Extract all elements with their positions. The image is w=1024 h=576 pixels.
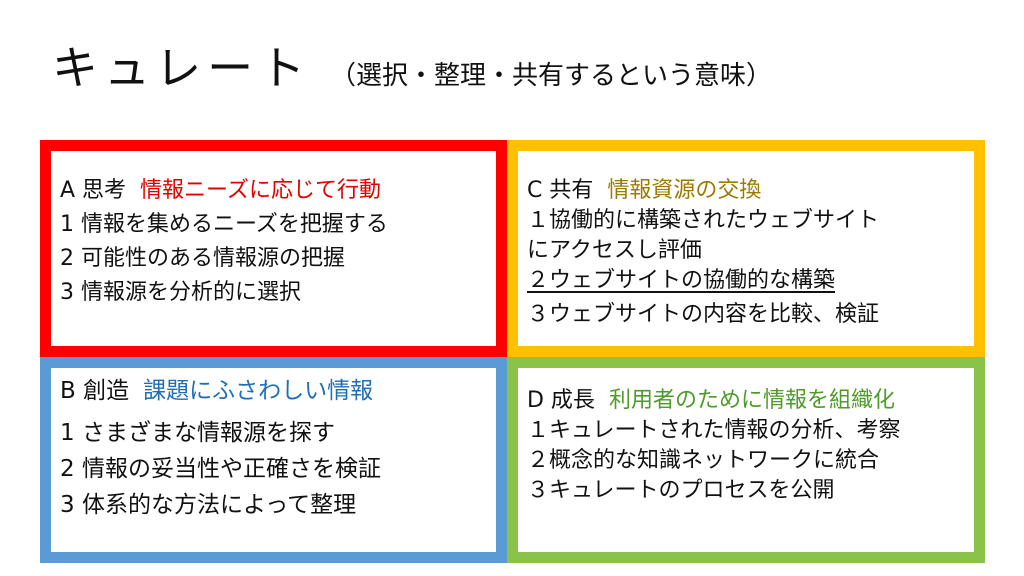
quadrant-c-item-3: ３ウェブサイトの内容を比較、検証 — [527, 302, 880, 327]
quadrant-a-highlight: 情報ニーズに応じて行動 — [140, 178, 381, 203]
quadrant-b-label: B 創造 — [60, 378, 130, 404]
page-subtitle: （選択・整理・共有するという意味） — [330, 61, 773, 91]
quadrant-d-box — [507, 357, 985, 563]
quadrant-b-highlight: 課題にふさわしい情報 — [143, 378, 374, 404]
quadrant-d-item-3: ３キュレートのプロセスを公開 — [527, 478, 835, 503]
quadrant-d-heading: D 成長利用者のために情報を組織化 — [527, 386, 895, 416]
quadrant-a-heading: A 思考情報ニーズに応じて行動 — [60, 176, 381, 206]
quadrant-d-highlight: 利用者のために情報を組織化 — [608, 388, 895, 413]
quadrant-c-heading: C 共有情報資源の交換 — [527, 176, 761, 206]
quadrant-c-item-2: ２ウェブサイトの協働的な構築 — [527, 266, 835, 296]
quadrant-a-item-2: 2 可能性のある情報源の把握 — [60, 246, 345, 271]
quadrant-a-item-1: 1 情報を集めるニーズを把握する — [60, 212, 388, 237]
quadrant-c-item-1: １協働的に構築されたウェブサイト — [527, 208, 880, 233]
quadrant-b-heading: B 創造課題にふさわしい情報 — [60, 376, 373, 406]
quadrant-c-item-1-cont: にアクセスし評価 — [527, 238, 702, 263]
quadrant-a-item-3: 3 情報源を分析的に選択 — [60, 280, 301, 305]
quadrant-d-item-1: １キュレートされた情報の分析、考察 — [527, 418, 901, 443]
page-title: キュレート — [52, 41, 312, 95]
quadrant-b-item-2: 2 情報の妥当性や正確さを検証 — [60, 456, 381, 482]
quadrant-a-box — [40, 140, 507, 357]
quadrant-d-label: D 成長 — [527, 388, 595, 413]
quadrant-c-item-2-text: ２ウェブサイトの協働的な構築 — [527, 268, 836, 293]
quadrant-d-item-2: ２概念的な知識ネットワークに統合 — [527, 448, 880, 473]
quadrant-b-item-1: 1 さまざまな情報源を探す — [60, 420, 335, 446]
quadrant-b-item-3: 3 体系的な方法によって整理 — [60, 492, 357, 518]
quadrant-b-box — [40, 357, 507, 563]
quadrant-c-label: C 共有 — [527, 178, 594, 203]
quadrant-c-box — [507, 140, 985, 357]
quadrant-c-highlight: 情報資源の交換 — [607, 178, 762, 203]
quadrant-a-label: A 思考 — [60, 178, 127, 203]
